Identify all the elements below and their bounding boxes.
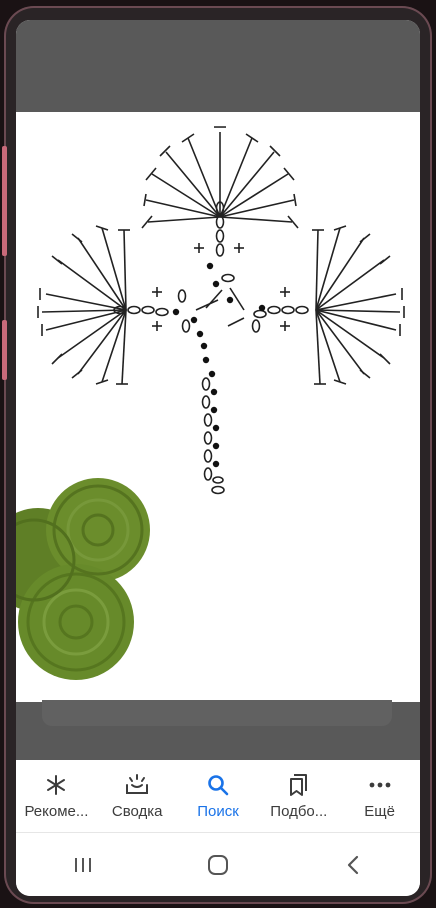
search-icon	[206, 772, 230, 798]
nav-search[interactable]: Поиск	[178, 760, 259, 832]
sunrise-inbox-icon	[124, 772, 150, 798]
nav-label: Подбо...	[270, 803, 327, 820]
nav-label: Рекоме...	[24, 803, 88, 820]
nav-collections[interactable]: Подбо...	[258, 760, 339, 832]
image-viewer-top-bar	[16, 20, 420, 112]
system-navigation-bar	[16, 832, 420, 896]
back-icon[interactable]	[323, 845, 383, 885]
arrows	[196, 288, 244, 326]
chain-stitches	[114, 202, 308, 494]
right-leaf-rays	[312, 226, 404, 384]
bottom-navigation: Рекоме... Сводка Поиск Подбо... Ещё	[16, 760, 420, 832]
volume-button	[2, 146, 7, 256]
left-leaf-rays	[38, 226, 130, 384]
nav-label: Поиск	[197, 803, 239, 820]
collections-icon	[288, 772, 310, 798]
power-button	[2, 320, 7, 380]
crochet-leaves-photo	[16, 478, 150, 680]
more-dots-icon	[368, 772, 392, 798]
nav-digest[interactable]: Сводка	[97, 760, 178, 832]
nav-label: Ещё	[364, 803, 395, 820]
nav-label: Сводка	[112, 803, 163, 820]
image-viewer-bottom-bar	[16, 702, 420, 760]
home-icon[interactable]	[188, 845, 248, 885]
top-leaf-rays	[142, 127, 298, 228]
asterisk-icon	[45, 772, 67, 798]
image-preview[interactable]	[16, 112, 420, 724]
nav-more[interactable]: Ещё	[339, 760, 420, 832]
screen: Рекоме... Сводка Поиск Подбо... Ещё	[16, 20, 420, 896]
crochet-chart-image	[16, 112, 420, 724]
caption-panel	[42, 700, 392, 726]
recents-icon[interactable]	[53, 845, 113, 885]
nav-recommendations[interactable]: Рекоме...	[16, 760, 97, 832]
